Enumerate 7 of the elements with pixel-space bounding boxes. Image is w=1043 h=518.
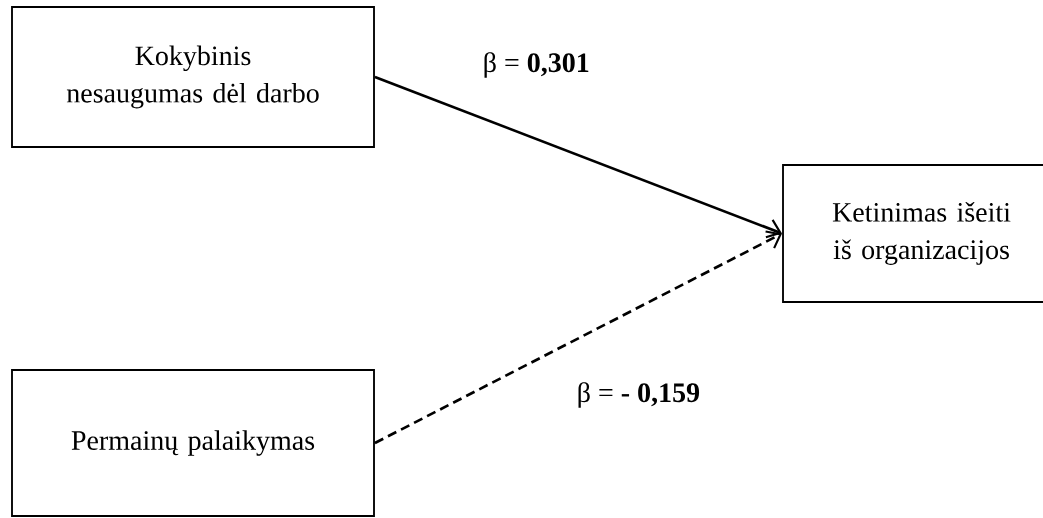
- arrow: [374, 230, 783, 445]
- edge-label: β = - 0,159: [578, 382, 700, 408]
- concept-box: Permainų palaikymas: [11, 369, 375, 517]
- arrow: [374, 75, 783, 239]
- concept-box: Ketinimas išeiti iš organizacijos: [782, 164, 1043, 303]
- edge-label: β = 0,301: [484, 52, 589, 78]
- concept-box: Kokybinis nesaugumas dėl darbo: [11, 6, 375, 148]
